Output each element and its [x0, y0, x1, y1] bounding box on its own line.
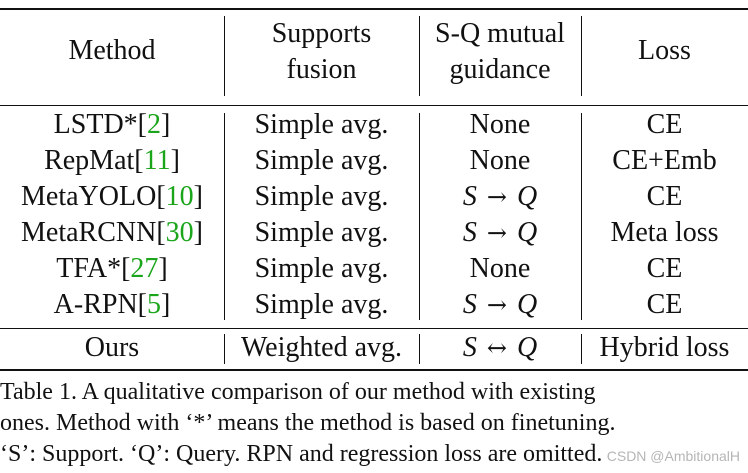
header-divider	[224, 16, 225, 96]
loss-cell: CE	[646, 181, 683, 212]
table-top-rule	[0, 8, 748, 10]
right-arrow-icon: →	[486, 183, 507, 211]
method-cell: MetaYOLO[10]	[0, 179, 224, 215]
loss-cell: CE	[646, 109, 683, 140]
citation-bracket: ]	[158, 253, 168, 284]
guidance-cell: S → Q	[419, 179, 581, 215]
method-cell: RepMat[11]	[0, 143, 224, 179]
citation-bracket: [	[121, 253, 131, 284]
fusion-cell: Simple avg.	[254, 145, 389, 176]
method-cell: LSTD*[2]	[0, 107, 224, 143]
citation-link[interactable]: 30	[165, 217, 194, 248]
fusion-cell: Simple avg.	[254, 109, 389, 140]
ours-method-cell: Ours	[84, 332, 140, 363]
header-divider	[419, 16, 420, 96]
header-fusion-line2: fusion	[286, 54, 357, 85]
citation-bracket: [	[156, 217, 166, 248]
guidance-cell: None	[469, 109, 531, 140]
ours-rule	[0, 328, 748, 329]
citation-bracket: ]	[170, 145, 180, 176]
math-symbol-s: S	[462, 289, 477, 320]
method-name: MetaRCNN	[21, 217, 157, 248]
ours-divider	[224, 334, 225, 364]
table-bottom-rule	[0, 369, 748, 371]
math-symbol-q: Q	[516, 332, 538, 363]
caption-line: Table 1. A qualitative comparison of our…	[0, 379, 596, 405]
body-divider	[224, 113, 225, 320]
right-arrow-icon: →	[486, 291, 507, 319]
header-fusion-line1: Supports	[271, 18, 372, 49]
header-guidance-line1: S-Q mutual	[435, 18, 565, 49]
method-cell: TFA*[27]	[0, 251, 224, 287]
fusion-cell: Simple avg.	[254, 181, 389, 212]
math-symbol-q: Q	[516, 217, 538, 248]
watermark: CSDN @AmbitionalH	[606, 448, 740, 464]
citation-bracket: ]	[193, 181, 203, 212]
math-symbol-q: Q	[516, 181, 538, 212]
ours-divider	[581, 334, 582, 364]
caption-line: ‘S’: Support. ‘Q’: Query. RPN and regres…	[0, 441, 603, 467]
method-name: RepMat	[44, 145, 135, 176]
ours-fusion-cell: Weighted avg.	[240, 332, 403, 363]
citation-link[interactable]: 5	[147, 289, 161, 320]
header-guidance-line2: guidance	[449, 54, 551, 85]
fusion-cell: Simple avg.	[254, 289, 389, 320]
fusion-cell: Simple avg.	[254, 217, 389, 248]
citation-bracket: [	[137, 289, 147, 320]
loss-cell: CE	[646, 253, 683, 284]
citation-bracket: ]	[161, 109, 171, 140]
guidance-cell: None	[469, 253, 531, 284]
guidance-cell: S → Q	[419, 215, 581, 251]
method-name: LSTD*	[53, 109, 138, 140]
math-symbol-s: S	[462, 217, 477, 248]
citation-bracket: ]	[161, 289, 171, 320]
header-rule	[0, 105, 748, 106]
method-cell: MetaRCNN[30]	[0, 215, 224, 251]
header-divider	[581, 16, 582, 96]
method-name: A-RPN	[53, 289, 138, 320]
ours-divider	[419, 334, 420, 364]
header-loss: Loss	[638, 35, 691, 66]
citation-bracket: [	[137, 109, 147, 140]
ours-loss-cell: Hybrid loss	[599, 332, 730, 363]
fusion-cell: Simple avg.	[254, 253, 389, 284]
math-symbol-q: Q	[516, 289, 538, 320]
math-symbol-s: S	[462, 181, 477, 212]
citation-link[interactable]: 10	[165, 181, 194, 212]
body-divider	[581, 113, 582, 320]
method-name: MetaYOLO	[21, 181, 157, 212]
method-cell: A-RPN[5]	[0, 287, 224, 323]
guidance-cell: None	[469, 145, 531, 176]
loss-cell: Meta loss	[610, 217, 719, 248]
citation-link[interactable]: 11	[143, 145, 171, 176]
ours-guidance-cell: S ↔ Q	[419, 330, 581, 366]
table-caption: Table 1. A qualitative comparison of our…	[0, 377, 748, 470]
citation-bracket: [	[156, 181, 166, 212]
math-symbol-s: S	[462, 332, 477, 363]
header-method: Method	[68, 35, 156, 66]
citation-link[interactable]: 2	[147, 109, 161, 140]
right-arrow-icon: →	[486, 219, 507, 247]
method-name: TFA*	[56, 253, 122, 284]
citation-link[interactable]: 27	[130, 253, 159, 284]
loss-cell: CE	[646, 289, 683, 320]
guidance-cell: S → Q	[419, 287, 581, 323]
citation-bracket: [	[134, 145, 144, 176]
body-divider	[419, 113, 420, 320]
bidirectional-arrow-icon: ↔	[486, 334, 507, 362]
loss-cell: CE+Emb	[612, 145, 717, 176]
citation-bracket: ]	[193, 217, 203, 248]
caption-line: ones. Method with ‘*’ means the method i…	[0, 410, 616, 436]
